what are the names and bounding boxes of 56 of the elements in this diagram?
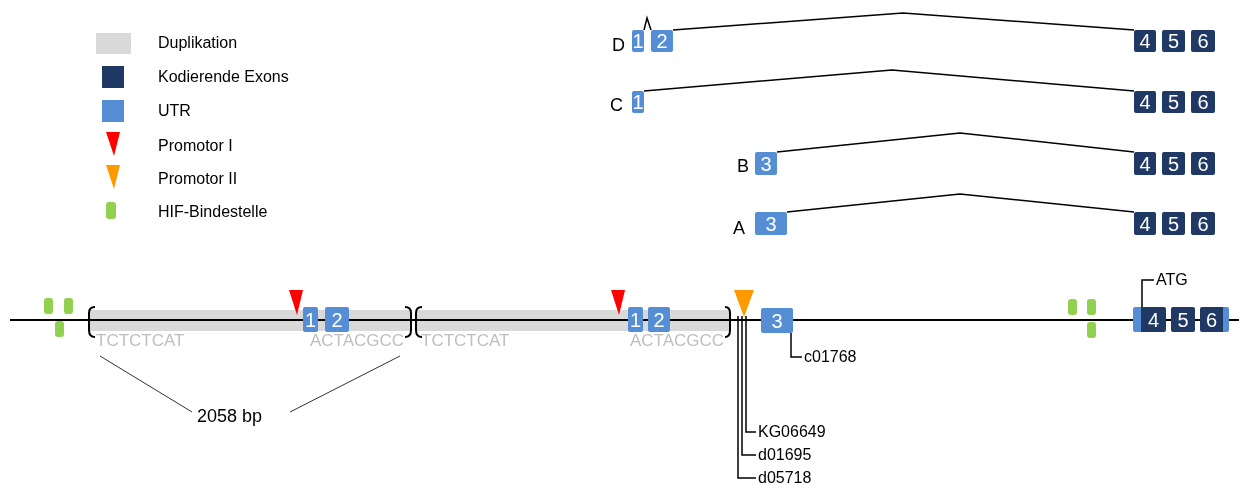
coding-exon: 6 xyxy=(1191,212,1215,235)
utr-exon: 1 xyxy=(303,307,318,332)
leader-line xyxy=(1141,279,1155,308)
coding-exon: 6 xyxy=(1191,91,1215,113)
utr-exon: 1 xyxy=(632,91,644,113)
marker-label: c01768 xyxy=(804,347,857,367)
coding-exon: 6 xyxy=(1191,152,1215,175)
coding-exon: 6 xyxy=(1191,30,1215,52)
coding-exon: 5 xyxy=(1162,91,1185,113)
promoter-icon xyxy=(734,290,754,317)
leader-line xyxy=(741,315,757,456)
length-label: 2058 bp xyxy=(197,407,263,425)
utr-exon: 3 xyxy=(761,308,793,333)
utr-exon: 2 xyxy=(648,307,670,332)
marker-label: KG06649 xyxy=(758,422,826,442)
leader-line xyxy=(745,315,757,433)
coding-exon: 5 xyxy=(1162,152,1185,175)
splice-line xyxy=(672,12,1135,31)
legend-text: UTR xyxy=(158,102,191,120)
marker-label: ATG xyxy=(1156,270,1188,290)
coding-exon: 4 xyxy=(1134,30,1156,52)
marker-label: d01695 xyxy=(758,445,812,465)
legend-text: Promotor II xyxy=(158,170,238,188)
sequence-label: TCTCTCAT xyxy=(96,331,185,349)
legend-text: Promotor I xyxy=(158,137,233,155)
splice-line xyxy=(643,69,1135,92)
utr-exon: 1 xyxy=(632,30,644,52)
utr-exon: 2 xyxy=(651,30,673,52)
coding-exon: 4 xyxy=(1134,91,1156,113)
legend-text: Kodierende Exons xyxy=(158,68,289,86)
sequence-label: ACTACGCC xyxy=(310,331,405,349)
coding-exon: 6 xyxy=(1200,307,1229,332)
coding-exon: 4 xyxy=(1134,152,1156,175)
sequence-label: ACTACGCC xyxy=(630,331,725,349)
sequence-label: TCTCTCAT xyxy=(421,331,510,349)
leader-line xyxy=(737,315,757,479)
utr-exon: 3 xyxy=(755,152,777,175)
utr-exon: 2 xyxy=(325,307,349,332)
marker-label: d05718 xyxy=(758,468,812,485)
transcript-label: D xyxy=(612,36,625,54)
splice-line xyxy=(643,15,652,31)
coding-exon: 5 xyxy=(1162,30,1185,52)
transcript-label: A xyxy=(733,219,745,237)
transcript-label: C xyxy=(610,96,623,114)
coding-exon: 5 xyxy=(1171,307,1195,332)
transcript-label: B xyxy=(737,157,749,175)
coding-exon: 4 xyxy=(1134,212,1156,235)
legend-text: HIF-Bindestelle xyxy=(158,203,268,221)
utr-exon: 3 xyxy=(755,212,787,235)
coding-exon: 4 xyxy=(1133,307,1166,332)
splice-line xyxy=(776,132,1135,153)
leader-line xyxy=(790,332,803,358)
utr-exon: 1 xyxy=(628,307,643,332)
coding-exon: 5 xyxy=(1162,212,1185,235)
splice-line xyxy=(786,193,1135,213)
legend-text: Duplikation xyxy=(158,34,238,52)
